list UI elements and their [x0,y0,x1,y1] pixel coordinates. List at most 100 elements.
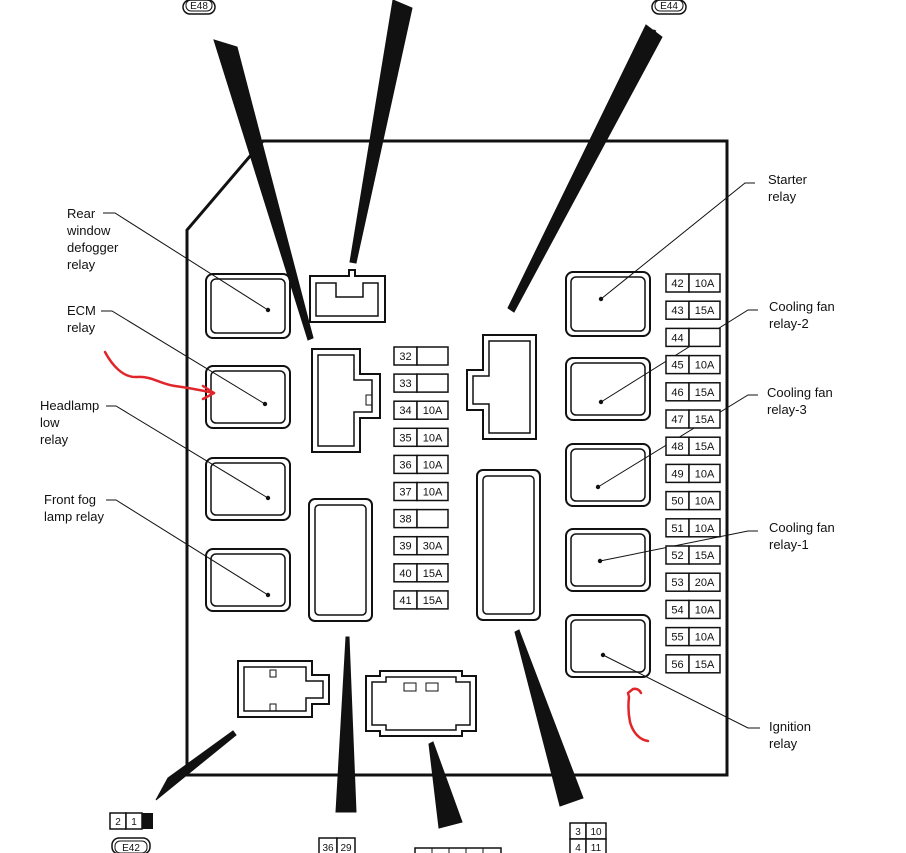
red-annotations [103,350,650,743]
label-line: Cooling fan [769,520,835,535]
fuse-amp-cell [688,409,721,429]
label-line: relay [769,736,798,751]
connector-e44-label: E44 [660,1,678,12]
label-line: Cooling fan [767,385,833,400]
fuse-amp-cell [416,427,449,448]
fuse-amp-cell [688,545,721,565]
connector-bottom-left-small [237,660,330,718]
fuse-amp-cell [688,354,721,375]
fuse-43: 43 15A [665,300,721,320]
fuse-amperage: 15A [695,387,715,399]
fuse-amp-cell [416,373,449,393]
label-front-fog-lamp-relay: Front fog lamp relay [44,491,104,525]
fuse-amperage: 30A [423,541,443,553]
label-line: relay [67,320,96,335]
fuse-number: 41 [399,595,411,607]
fuse-34: 34 10A [393,400,449,420]
fuse-number: 44 [671,332,683,344]
relay-front-fog [205,548,291,612]
label-line: low [40,415,60,430]
label-line: Ignition [769,719,811,734]
fuse-amperage: 15A [695,441,715,453]
fuse-amperage: 10A [423,487,443,499]
connector-e48: E48 [182,0,216,15]
red-mark-ignition [626,687,650,743]
fuse-amp-cell [416,535,449,556]
connector-pin-3: 3 [575,827,581,838]
arrow-bottom-mid [335,636,357,813]
fuse-number: 38 [399,514,411,526]
fuse-amp-cell [688,599,721,620]
fuse-amperage: 15A [695,414,715,426]
fuse-number: 43 [671,305,683,317]
fuse-number: 39 [399,541,411,553]
connector-e44: E44 [651,0,687,15]
label-cooling-fan-relay-3: Cooling fan relay-3 [767,384,833,418]
relay-starter [565,271,651,337]
label-line: Cooling fan [769,299,835,314]
fuse-number: 32 [399,351,411,363]
label-cooling-fan-relay-2: Cooling fan relay-2 [769,298,835,332]
fuse-amperage: 15A [695,305,715,317]
label-rear-window-defogger-relay: Rear window defogger relay [67,205,118,273]
connector-left-tall [311,348,381,453]
fusible-link-right [476,469,541,621]
fuse-amp-cell [688,463,721,484]
arrow-e42 [155,730,237,801]
connector-e42-label: E42 [122,843,140,853]
fuse-amperage: 10A [695,468,715,480]
fuse-amperage: 20A [695,577,715,589]
fuse-amp-cell [416,508,449,529]
label-line: Front fog [44,492,97,507]
relay-ignition [565,614,651,678]
fuse-number: 40 [399,568,411,580]
fuse-number: 48 [671,441,683,453]
fuse-amp-cell [688,327,721,348]
fuse-number: 33 [399,378,411,390]
fuse-number: 56 [671,659,683,671]
connector-pin-4: 4 [575,843,581,853]
fuse-number: 46 [671,387,683,399]
fuse-amp-cell [688,436,721,456]
fuse-number: 51 [671,523,683,535]
fuse-amperage: 15A [695,659,715,671]
fuse-amperage: 10A [423,459,443,471]
leader-lines [101,182,760,729]
arrow-e48 [213,39,314,341]
arrow-bottom-right [514,629,584,807]
fuse-number: 42 [671,278,683,290]
relays [205,271,651,678]
fuse-amperage: 10A [423,405,443,417]
center-components [237,269,541,737]
fuse-amp-cell [416,454,449,475]
fuse-39: 39 30A [393,535,449,556]
arrow-bottom-center [428,741,463,829]
fuse-46: 46 15A [665,382,721,402]
label-line: Rear [67,206,96,221]
connector-e42-pin-1: 1 [131,817,137,828]
fuse-amperage: 10A [695,278,715,290]
fuse-amp-cell [688,382,721,402]
fuse-number: 34 [399,405,411,417]
fuse-42: 42 10A [665,273,721,293]
connector-e48-label: E48 [190,1,208,12]
connector-e42: 2 1 E42 [109,812,153,853]
label-cooling-fan-relay-1: Cooling fan relay-1 [769,519,835,553]
fuse-amperage: 15A [423,568,443,580]
label-line: relay [768,189,797,204]
fuse-amp-cell [416,481,449,502]
label-line: Starter [768,172,808,187]
fuse-number: 52 [671,550,683,562]
label-line: relay [40,432,69,447]
fusible-link-left [308,498,373,622]
fuse-amperage: 10A [695,496,715,508]
label-ecm-relay: ECM relay [67,302,96,336]
